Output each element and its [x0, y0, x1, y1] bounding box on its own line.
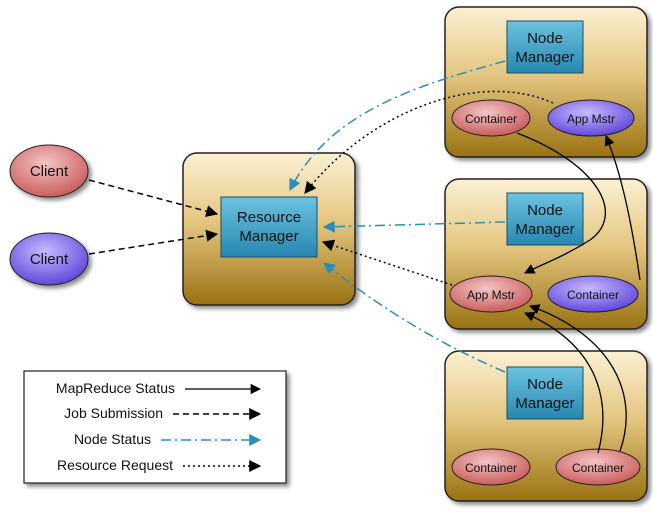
node-2-left-label: App Mstr — [467, 288, 515, 302]
node-1-left-label: Container — [465, 112, 517, 126]
resource-request-arrow — [304, 90, 554, 194]
resource-request-arrows — [304, 90, 554, 286]
mapreduce-status-arrow — [524, 312, 604, 454]
job-submission-arrow — [88, 229, 219, 255]
node-status-arrow — [289, 60, 506, 192]
app-master-ellipse — [449, 275, 533, 313]
resource-manager-box: Resource Manager — [182, 152, 356, 306]
node-box-2: Node Manager App Mstr Container — [444, 178, 648, 330]
legend-job-submission-label: Job Submission — [64, 405, 163, 421]
container-ellipse — [451, 99, 531, 137]
container-ellipse — [555, 448, 641, 486]
resource-manager — [220, 196, 318, 258]
node-3-right-label: Container — [572, 461, 624, 475]
node-status-arrows — [289, 60, 506, 373]
node-manager-1 — [506, 20, 584, 74]
node-manager-3 — [506, 366, 584, 420]
node-manager-3-line1: Node — [527, 376, 563, 393]
node-box-3: Node Manager Container Container — [444, 350, 648, 502]
node-manager-2 — [506, 192, 584, 246]
container-ellipse — [547, 275, 639, 313]
resource-manager-line1: Resource — [237, 209, 301, 226]
client-2-label: Client — [30, 251, 69, 268]
mapreduce-status-arrow — [529, 304, 627, 452]
node-manager-2-line1: Node — [527, 202, 563, 219]
client-1-label: Client — [30, 163, 69, 180]
client-1: Client — [9, 144, 89, 198]
legend-node-status-label: Node Status — [74, 431, 151, 447]
resource-manager-line2: Manager — [239, 228, 298, 245]
legend-mapreduce-status-label: MapReduce Status — [56, 380, 175, 396]
node-1-right-label: App Mstr — [567, 112, 615, 126]
container-ellipse — [451, 448, 531, 486]
client-2: Client — [9, 232, 89, 286]
legend: MapReduce Status Job Submission Node Sta… — [23, 370, 287, 484]
node-box-1: Node Manager Container App Mstr — [444, 6, 648, 158]
job-submission-arrows — [88, 179, 219, 255]
node-manager-1-line1: Node — [527, 30, 563, 47]
job-submission-arrow — [88, 179, 219, 218]
node-status-arrow — [323, 262, 506, 373]
node-3-left-label: Container — [465, 461, 517, 475]
node-2-right-label: Container — [567, 288, 619, 302]
node-manager-2-line2: Manager — [515, 221, 574, 238]
mapreduce-status-arrows — [516, 132, 641, 454]
node-manager-1-line2: Manager — [515, 49, 574, 66]
node-manager-3-line2: Manager — [515, 395, 574, 412]
app-master-ellipse — [547, 99, 635, 137]
mapreduce-status-arrow — [516, 132, 607, 274]
legend-resource-request-label: Resource Request — [57, 457, 173, 473]
mapreduce-status-arrow — [604, 135, 641, 281]
